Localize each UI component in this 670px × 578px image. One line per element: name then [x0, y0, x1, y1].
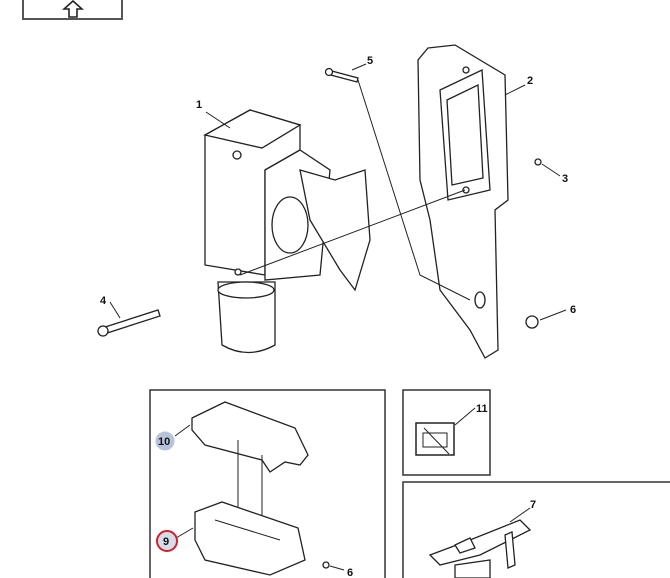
callout-11[interactable]: 11	[476, 403, 488, 415]
callout-7[interactable]: 7	[530, 499, 536, 511]
callout-5[interactable]: 5	[367, 55, 373, 67]
nut-part-3[interactable]	[534, 158, 542, 166]
bolt-part-4[interactable]	[97, 309, 161, 337]
screw-part-5[interactable]	[324, 67, 359, 83]
callout-2[interactable]: 2	[527, 75, 533, 87]
callout-10-highlight	[155, 431, 175, 451]
fuse-part-7[interactable]	[428, 519, 532, 578]
callout-6[interactable]: 6	[570, 304, 576, 316]
up-arrow-icon	[61, 0, 84, 18]
navigate-up-button[interactable]	[22, 0, 123, 20]
callout-3[interactable]: 3	[562, 173, 568, 185]
callout-10[interactable]: 10	[158, 436, 170, 448]
switch-body-part[interactable]	[203, 109, 371, 354]
callout-6b[interactable]: 6	[347, 567, 353, 578]
bracket-part[interactable]	[417, 44, 509, 359]
nut-part-6[interactable]	[525, 315, 539, 329]
callout-1[interactable]: 1	[196, 99, 202, 111]
callout-9[interactable]: 9	[163, 536, 169, 548]
battery-warning-icon[interactable]	[415, 422, 455, 456]
callout-4[interactable]: 4	[100, 295, 107, 307]
fuse-box-base-part[interactable]	[194, 501, 306, 576]
callout-9-selected-ring	[156, 530, 178, 552]
fuse-box-cover-part[interactable]	[191, 401, 309, 473]
